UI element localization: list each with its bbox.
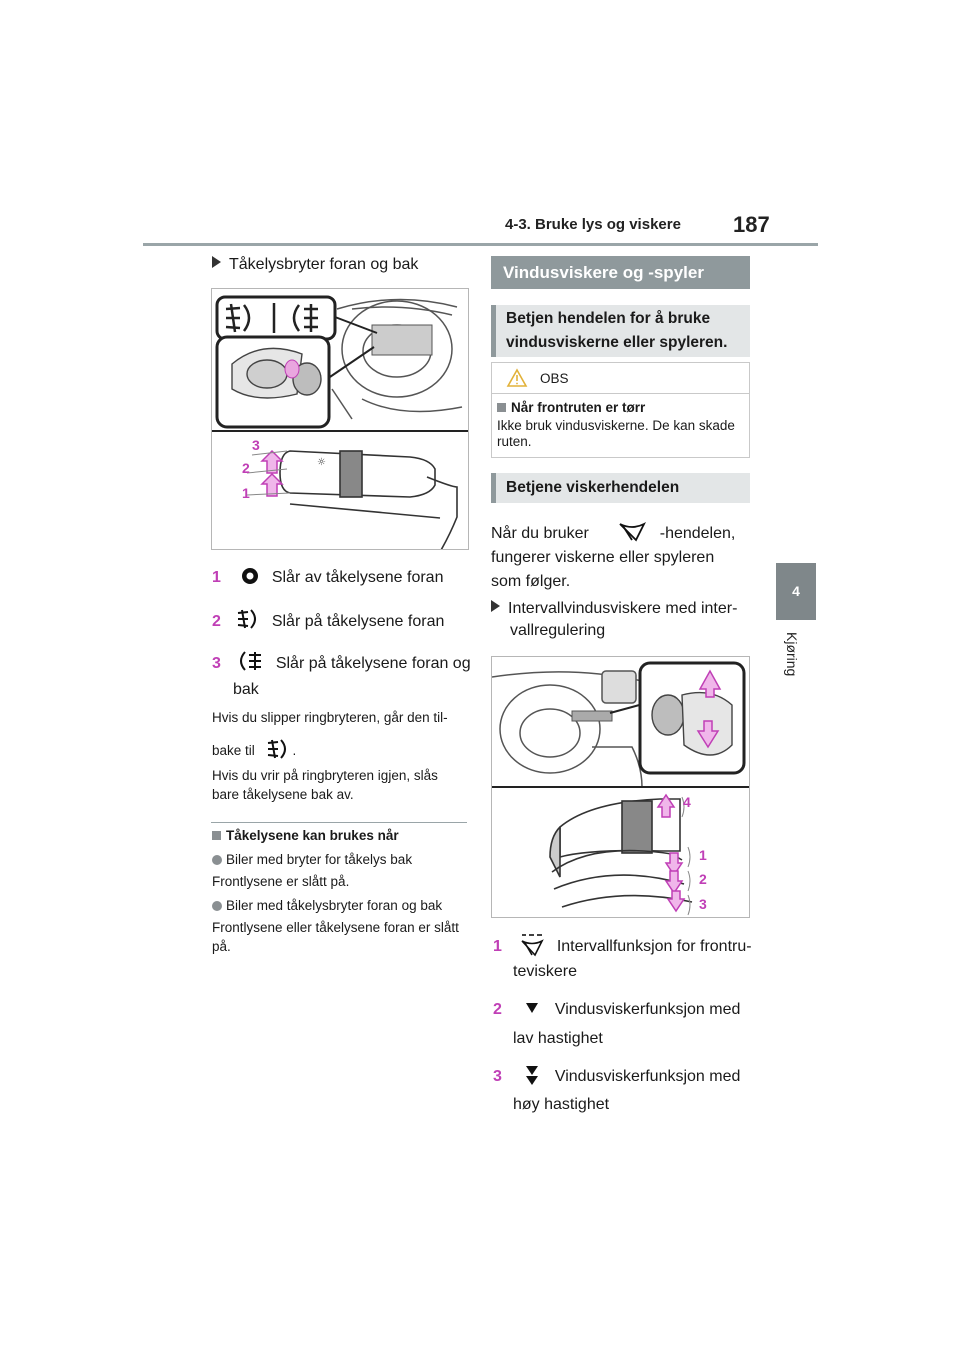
figure-label-4: 4 — [683, 794, 691, 810]
square-bullet-icon — [497, 403, 506, 412]
fog-off-icon — [242, 568, 259, 584]
caution-label: OBS — [540, 371, 569, 386]
interval-bullet-line2: vallregulering — [510, 622, 606, 639]
fog-item-3-continued: bak — [233, 681, 259, 698]
wiper-lever-heading: Betjene viskerhendelen — [491, 473, 750, 503]
front-fog-icon — [238, 609, 257, 629]
triangle-bullet-icon — [491, 600, 500, 612]
wiper-intro-line2: fungerer viskerne eller spyleren — [491, 549, 715, 566]
wiper-item-2-continued: lav hastighet — [513, 1030, 603, 1047]
fog-item-2: 2 Slår på tåkelysene foran — [212, 608, 444, 631]
chapter-tab[interactable]: 4 — [776, 563, 816, 620]
wiper-intro-line3: som følger. — [491, 573, 571, 590]
section-title: 4-3. Bruke lys og viskere — [505, 216, 681, 233]
intermittent-wiper-icon — [521, 934, 545, 957]
wiper-item-3-continued: høy hastighet — [513, 1096, 610, 1113]
low-speed-arrow-icon — [526, 1003, 539, 1013]
square-bullet-icon — [212, 831, 221, 840]
front-fog-icon — [267, 739, 286, 759]
wiper-lever-figure: 4 1 2 3 — [491, 656, 750, 918]
svg-text:☼: ☼ — [317, 457, 326, 468]
chapter-name: Kjøring — [768, 632, 824, 682]
figure-label-3: 3 — [252, 437, 260, 453]
condition-2-label: Biler med tåkelysbryter foran og bak — [212, 896, 442, 915]
triangle-bullet-icon — [212, 256, 221, 268]
caution-heading: Når frontruten er tørr — [497, 398, 645, 417]
wiper-item-2: 2 Vindusviskerfunksjon med — [493, 1001, 741, 1018]
fog-item-1: 1 Slår av tåkelysene foran — [212, 568, 444, 586]
condition-1-label: Biler med bryter for tåkelys bak — [212, 850, 412, 869]
interval-bullet: Intervallvindusviskere med inter- — [491, 600, 737, 618]
high-speed-arrow-icon — [526, 1066, 539, 1085]
header-rule — [143, 243, 818, 246]
figure-label-1: 1 — [242, 485, 250, 501]
page-number: 187 — [733, 212, 770, 237]
rear-fog-icon — [240, 651, 262, 671]
wiper-intro-line1: Når du bruker -hendelen, — [491, 520, 735, 543]
figure-label-2: 2 — [699, 871, 707, 887]
wiper-lever-illustration — [491, 661, 749, 916]
wiper-item-3: 3 Vindusviskerfunksjon med — [493, 1065, 740, 1087]
fog-switch-heading: Tåkelysbryter foran og bak — [212, 256, 418, 274]
fog-item-3: 3 Slår på tåkelysene foran og — [212, 650, 471, 673]
chapter-name-text: Kjøring — [784, 632, 800, 677]
note-release: Hvis du slipper ringbryteren, går den ti… — [212, 710, 448, 725]
condition-2-text: Frontlysene eller tåkelysene foran er sl… — [212, 920, 459, 954]
fog-switch-illustration: ☼ — [212, 295, 468, 558]
round-bullet-icon — [212, 901, 222, 911]
note-turn-again: Hvis du vrir på ringbryteren igjen, slås… — [212, 768, 438, 802]
fog-switch-figure: ☼ 3 2 1 — [211, 288, 469, 558]
conditions-heading: Tåkelysene kan brukes når — [212, 826, 399, 845]
wiper-icon — [619, 521, 647, 542]
figure-label-1: 1 — [699, 847, 707, 863]
wiper-intro: Betjen hendelen for å bruke vindusvisker… — [491, 305, 750, 357]
wiper-item-1: 1 Intervallfunksjon for frontru- — [493, 933, 752, 957]
condition-1-text: Frontlysene er slått på. — [212, 874, 350, 889]
warning-triangle-icon — [506, 368, 528, 387]
round-bullet-icon — [212, 855, 222, 865]
caution-header: OBS — [492, 363, 749, 394]
caution-box: OBS Når frontruten er tørr Ikke bruk vin… — [491, 362, 750, 458]
caution-text: Ikke bruk vindusviskerne. De kan skade r… — [497, 418, 735, 449]
figure-label-3: 3 — [699, 896, 707, 912]
wiper-item-1-continued: teviskere — [513, 963, 578, 980]
divider — [211, 822, 467, 823]
figure-label-2: 2 — [242, 460, 250, 476]
wiper-section-heading: Vindusviskere og -spyler — [491, 256, 750, 289]
note-release-line2: bake til . — [212, 738, 296, 760]
